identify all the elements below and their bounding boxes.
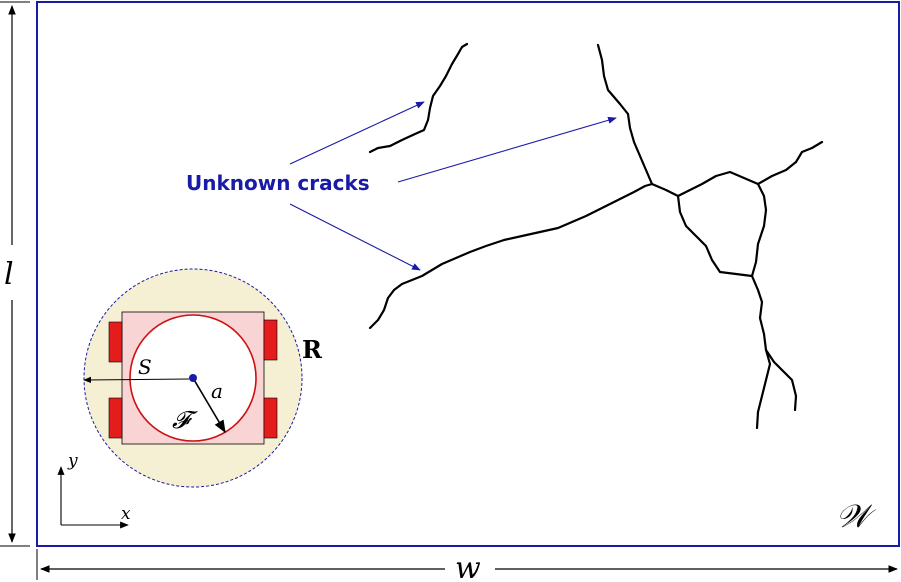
coordinate-axes: x y (57, 451, 131, 529)
crack-3 (596, 43, 654, 186)
length-dimension: l (0, 1, 30, 547)
length-label: l (4, 257, 14, 292)
radius-arrow (192, 377, 226, 434)
crack-4 (676, 182, 768, 278)
crack-2 (368, 140, 824, 330)
unknown-cracks-label: Unknown cracks (186, 171, 370, 195)
crack-6 (764, 348, 798, 412)
x-axis-label: x (121, 504, 131, 524)
radius-label: a (211, 379, 223, 403)
robot: S a 𝓕 R (83, 268, 323, 488)
callout-arrow-1 (289, 101, 425, 165)
crack-1 (368, 42, 469, 154)
width-dimension: w (36, 549, 898, 582)
wheel-front-right (263, 319, 278, 361)
workspace-border (36, 1, 900, 547)
wheel-rear-left (108, 397, 123, 439)
sensor-label: S (138, 355, 152, 379)
workspace-label: 𝒲 (836, 497, 877, 535)
wheel-front-left (108, 321, 123, 363)
sensor-arrow (83, 376, 190, 384)
cracks (368, 42, 824, 430)
robot-label: R (302, 335, 323, 364)
callout-arrow-3 (289, 203, 421, 271)
callout-arrows (289, 101, 617, 271)
robot-center (189, 374, 197, 382)
y-axis-label: y (67, 451, 78, 471)
callout-arrow-2 (397, 116, 617, 183)
width-label: w (455, 551, 481, 582)
wheel-rear-right (263, 397, 278, 439)
